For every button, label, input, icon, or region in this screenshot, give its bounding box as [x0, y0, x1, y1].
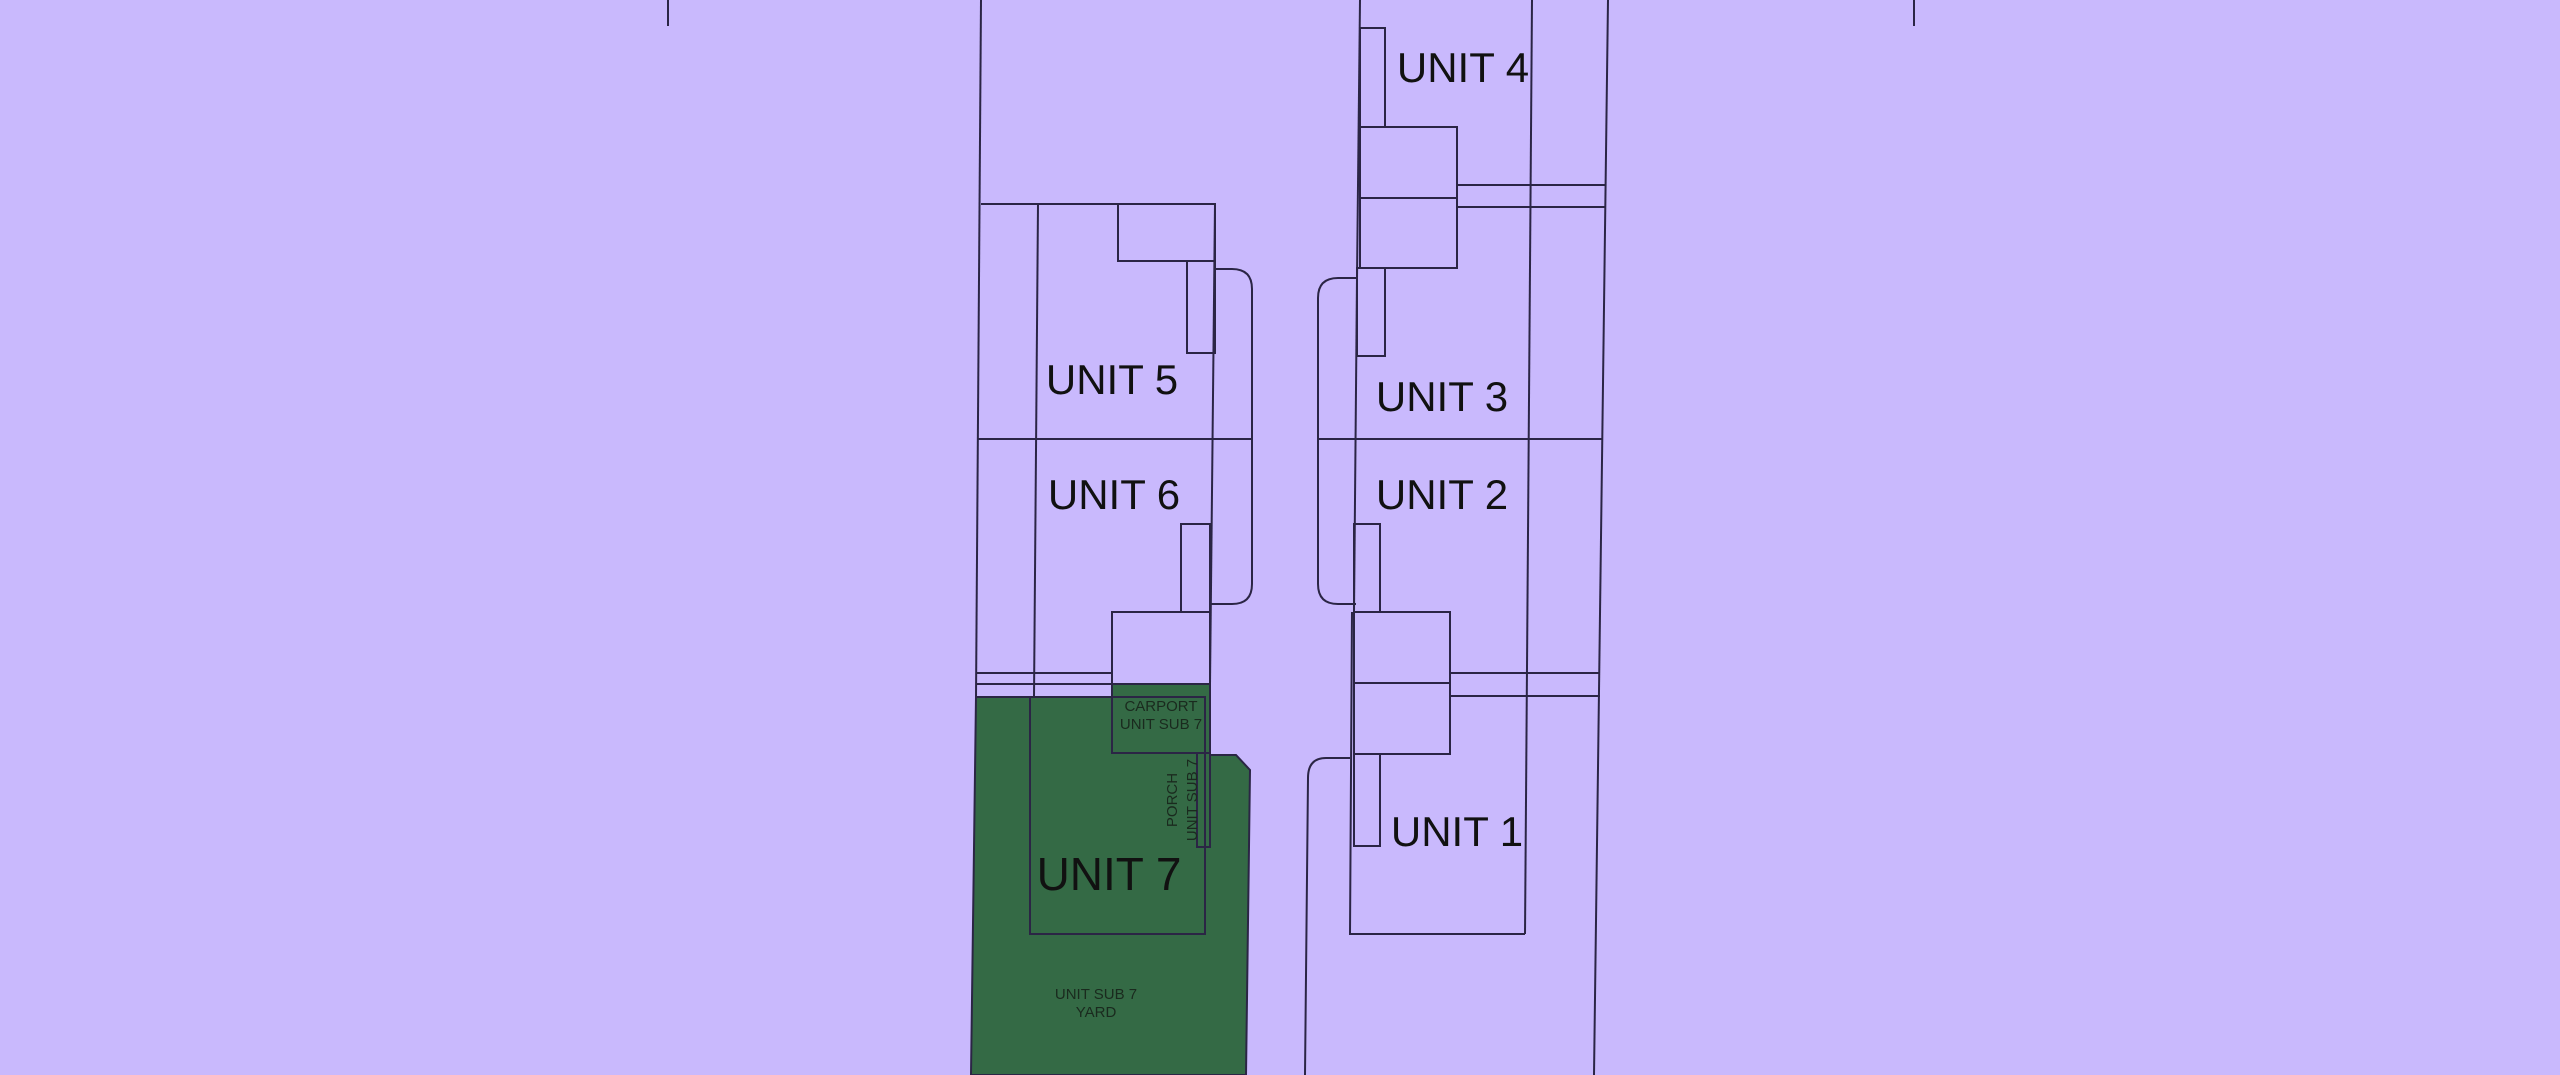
unit-7-building[interactable] [1029, 696, 1206, 935]
unit-5-label[interactable]: UNIT 5 [1046, 356, 1178, 403]
carport-label-line1: CARPORT [1124, 698, 1197, 715]
porch-label-line2: UNIT SUB 7 [1184, 759, 1201, 841]
porch-unit-sub-7[interactable] [1196, 752, 1211, 848]
carport-label-line2: UNIT SUB 7 [1120, 716, 1202, 733]
unit-3-label[interactable]: UNIT 3 [1376, 373, 1508, 420]
unit-4-label[interactable]: UNIT 4 [1397, 44, 1529, 91]
yard-label-line2: YARD [1076, 1004, 1117, 1021]
unit-2-label[interactable]: UNIT 2 [1376, 471, 1508, 518]
porch-label-line1: PORCH [1164, 773, 1181, 827]
boundary-lines [667, 0, 1915, 1075]
unit-6-label[interactable]: UNIT 6 [1048, 471, 1180, 518]
carport-unit-sub-7[interactable] [1111, 683, 1211, 754]
unit-7-label[interactable]: UNIT 7 [1037, 848, 1182, 900]
unit-1-label[interactable]: UNIT 1 [1391, 808, 1523, 855]
yard-label-line1: UNIT SUB 7 [1055, 986, 1137, 1003]
